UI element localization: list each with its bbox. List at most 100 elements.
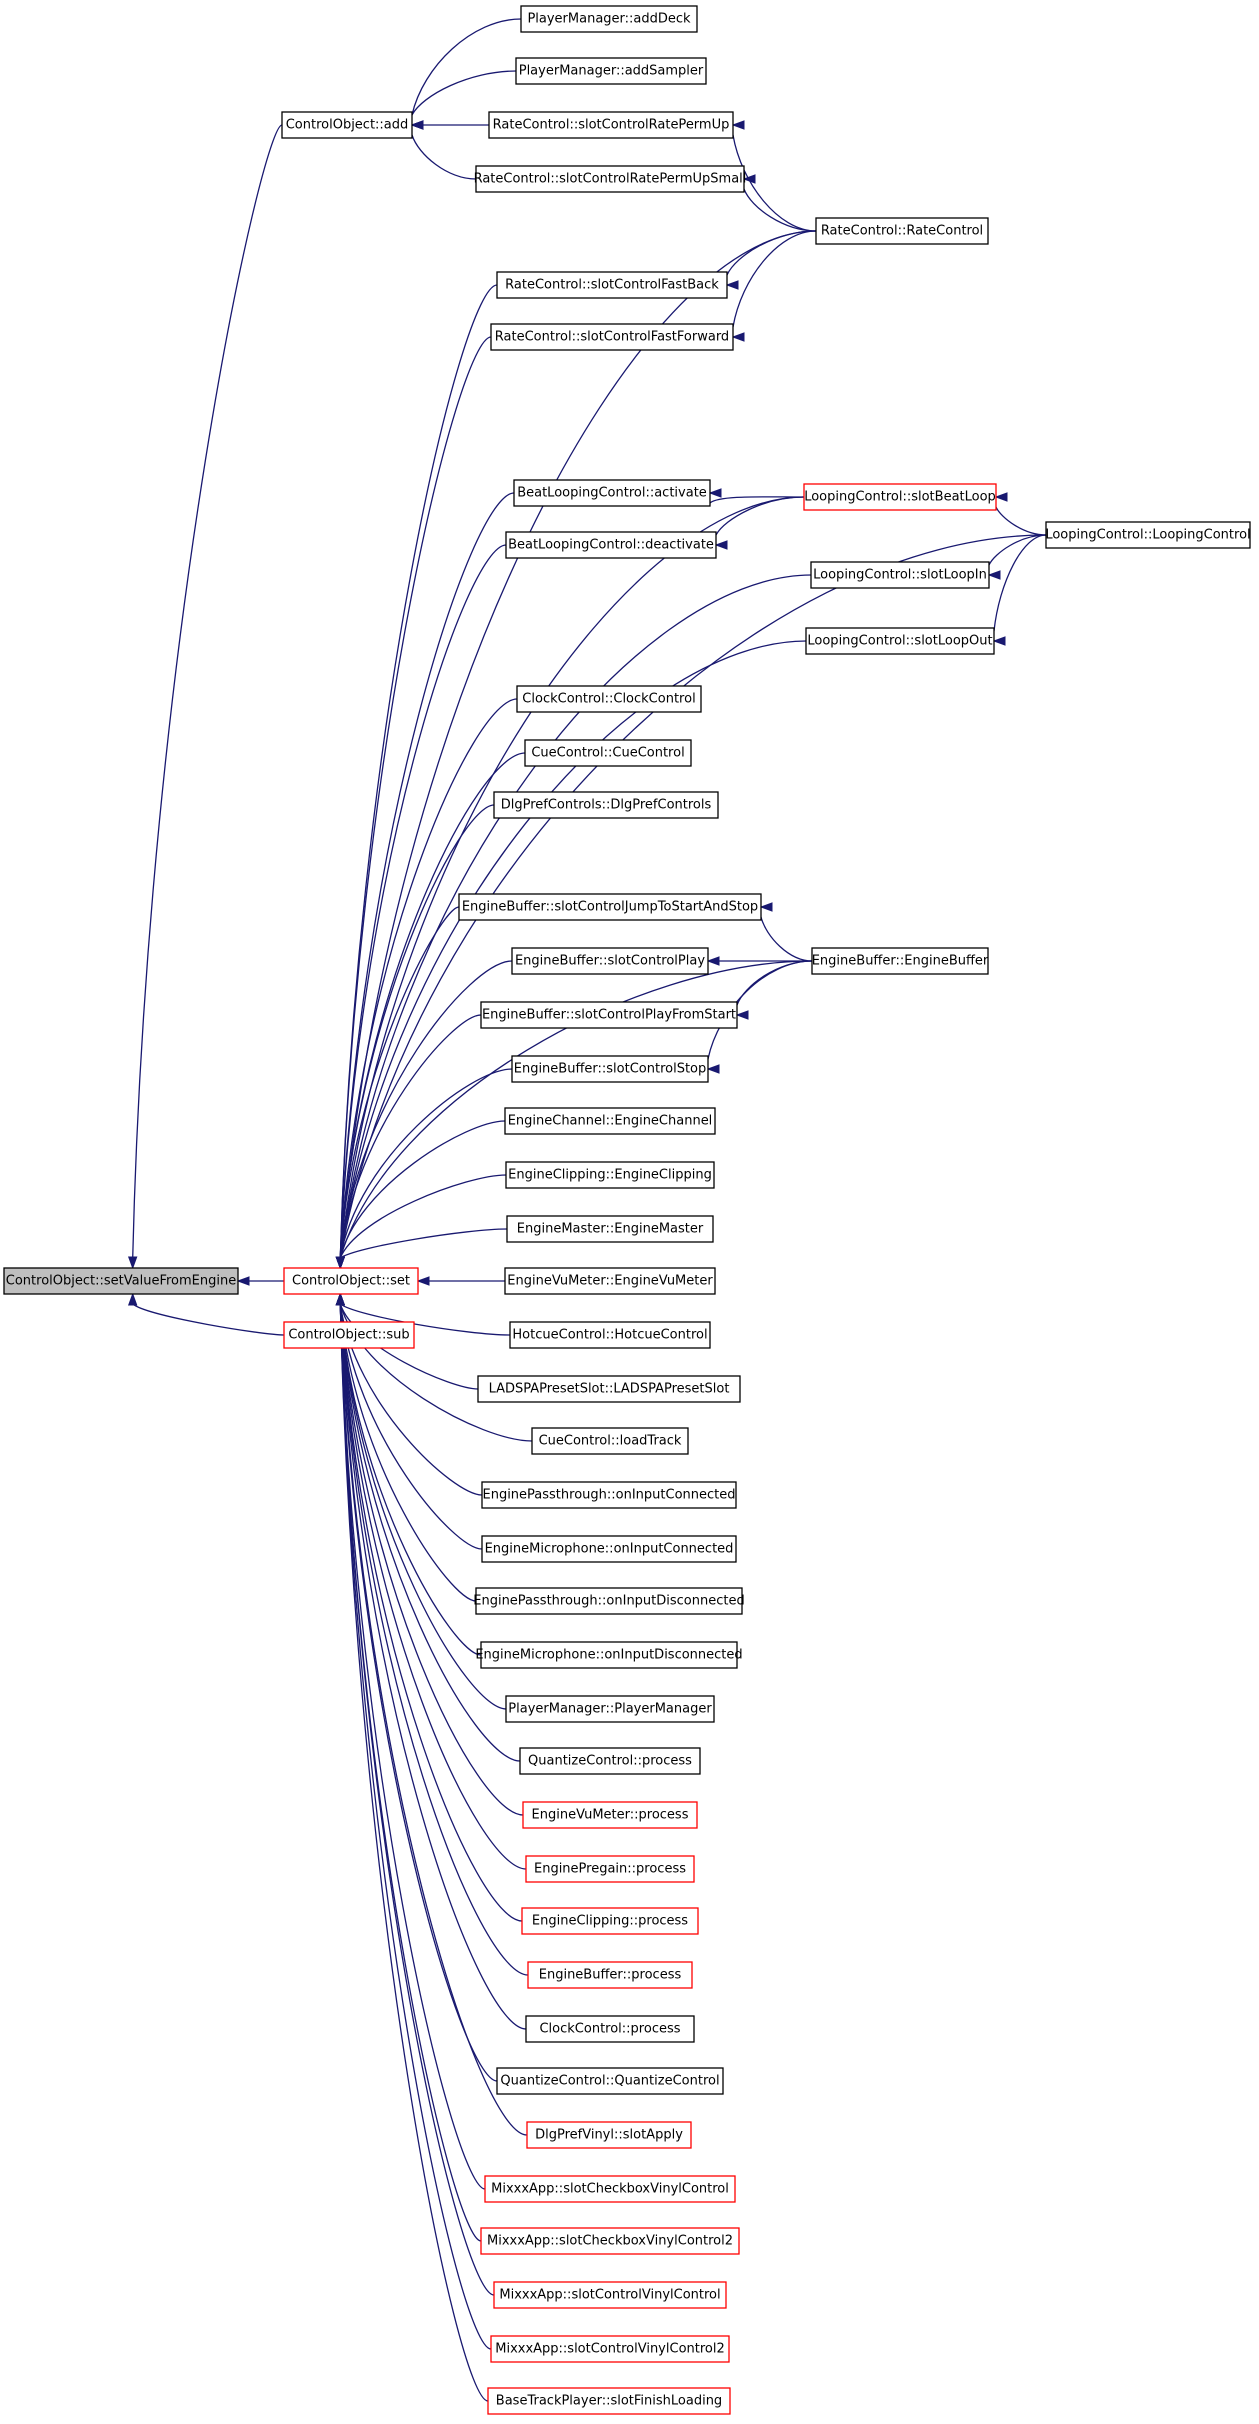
edge-lc_beatLoop-to-set — [335, 496, 805, 1270]
node-rc-permUpSmall[interactable]: RateControl::slotControlRatePermUpSmall — [474, 165, 747, 193]
arrowhead — [708, 488, 722, 498]
node-eb-jump[interactable]: EngineBuffer::slotControlJumpToStartAndS… — [458, 893, 762, 921]
node-eb-stop[interactable]: EngineBuffer::slotControlStop — [511, 1055, 709, 1083]
node-label: HotcueControl::HotcueControl — [512, 1328, 707, 1343]
node-label: PlayerManager::addDeck — [527, 12, 691, 27]
node-label: EngineBuffer::slotControlJumpToStartAndS… — [462, 900, 758, 915]
node-label: MixxxApp::slotCheckboxVinylControl2 — [487, 2234, 733, 2249]
node-eb-playStart[interactable]: EngineBuffer::slotControlPlayFromStart — [480, 1001, 738, 1029]
node-eclip-ctor[interactable]: EngineClipping::EngineClipping — [505, 1161, 715, 1189]
node-box — [509, 1321, 711, 1349]
edge-line — [339, 1303, 483, 1550]
node-emic-disc[interactable]: EngineMicrophone::onInputDisconnected — [475, 1641, 743, 1669]
node-ladspa-ctor[interactable]: LADSPAPresetSlot::LADSPAPresetSlot — [477, 1375, 741, 1403]
node-ech-ctor[interactable]: EngineChannel::EngineChannel — [504, 1107, 716, 1135]
node-mx-vc1[interactable]: MixxxApp::slotControlVinylControl — [493, 2281, 727, 2309]
node-pm-ctor[interactable]: PlayerManager::PlayerManager — [505, 1695, 715, 1723]
node-box — [475, 165, 745, 193]
node-box — [490, 323, 734, 351]
node-mx-vc2[interactable]: MixxxApp::slotControlVinylControl2 — [490, 2335, 730, 2363]
node-label: EngineMaster::EngineMaster — [517, 1222, 704, 1237]
node-emic-conn[interactable]: EngineMicrophone::onInputConnected — [481, 1535, 737, 1563]
node-label: EngineChannel::EngineChannel — [508, 1114, 713, 1129]
node-pm-addDeck[interactable]: PlayerManager::addDeck — [520, 5, 698, 33]
node-root[interactable]: ControlObject::setValueFromEngine — [3, 1267, 239, 1295]
edge-line — [339, 1303, 527, 2030]
node-label: MixxxApp::slotControlVinylControl2 — [495, 2342, 725, 2357]
node-qc-process[interactable]: QuantizeControl::process — [519, 1747, 701, 1775]
node-label: QuantizeControl::QuantizeControl — [500, 2074, 719, 2089]
node-cue-ctor[interactable]: CueControl::CueControl — [524, 739, 692, 767]
node-rc-ctor[interactable]: RateControl::RateControl — [815, 217, 989, 245]
edge-btp_finish-to-set — [335, 1292, 489, 2402]
node-cc-process[interactable]: ClockControl::process — [525, 2015, 695, 2043]
node-eclip-process[interactable]: EngineClipping::process — [521, 1907, 699, 1935]
edge-lc_ctor-to-lc_loopOut — [992, 534, 1047, 646]
node-label: EngineMicrophone::onInputDisconnected — [475, 1648, 742, 1663]
edge-line — [339, 1068, 513, 1259]
edge-rc_ctor-to-rc_fastFwd — [731, 230, 817, 342]
edge-eb_ctor-to-eb_stop — [706, 960, 813, 1074]
node-box — [496, 271, 728, 299]
node-blc-activate[interactable]: BeatLoopingControl::activate — [513, 479, 711, 507]
node-pm-addSampler[interactable]: PlayerManager::addSampler — [515, 57, 707, 85]
node-rc-fastFwd[interactable]: RateControl::slotControlFastForward — [490, 323, 734, 351]
node-mx-cb1[interactable]: MixxxApp::slotCheckboxVinylControl — [484, 2175, 736, 2203]
edge-line — [339, 960, 513, 1259]
edge-line — [339, 906, 460, 1259]
node-box — [511, 947, 709, 975]
node-hc-ctor[interactable]: HotcueControl::HotcueControl — [509, 1321, 711, 1349]
node-dlgv-apply[interactable]: DlgPrefVinyl::slotApply — [526, 2121, 692, 2149]
node-box — [481, 1481, 737, 1509]
node-cue-load[interactable]: CueControl::loadTrack — [531, 1427, 689, 1455]
node-lc-beatLoop[interactable]: LoopingControl::slotBeatLoop — [803, 483, 997, 511]
node-box — [516, 685, 702, 713]
node-mx-cb2[interactable]: MixxxApp::slotCheckboxVinylControl2 — [480, 2227, 740, 2255]
node-blc-deactivate[interactable]: BeatLoopingControl::deactivate — [505, 531, 717, 559]
edge-line — [339, 1303, 482, 1656]
node-lc-loopIn[interactable]: LoopingControl::slotLoopIn — [810, 561, 990, 589]
node-add[interactable]: ControlObject::add — [281, 111, 413, 139]
node-set[interactable]: ControlObject::set — [283, 1267, 419, 1295]
edge-line — [339, 1303, 486, 2190]
node-box — [458, 893, 762, 921]
node-box — [525, 2015, 695, 2043]
node-epre-process[interactable]: EnginePregain::process — [525, 1855, 695, 1883]
edge-rc_permUpSmall-to-add — [410, 120, 477, 180]
edge-add-to-root — [127, 124, 283, 1270]
edge-line — [339, 1120, 506, 1259]
arrowhead — [335, 1256, 345, 1270]
edge-em_ctor-to-set — [335, 1228, 508, 1270]
node-qc-ctor[interactable]: QuantizeControl::QuantizeControl — [496, 2067, 724, 2095]
node-rc-fastBack[interactable]: RateControl::slotControlFastBack — [496, 271, 728, 299]
node-label: EngineMicrophone::onInputConnected — [485, 1542, 734, 1557]
edge-line — [339, 544, 507, 1259]
node-label: ClockControl::ClockControl — [522, 692, 695, 707]
node-lc-ctor[interactable]: LoopingControl::LoopingControl — [1045, 521, 1251, 549]
node-evu-process[interactable]: EngineVuMeter::process — [522, 1801, 698, 1829]
edge-lc_beatLoop-to-blc_deactivate — [714, 496, 805, 550]
node-box — [522, 1801, 698, 1829]
node-ep-conn[interactable]: EnginePassthrough::onInputConnected — [481, 1481, 737, 1509]
node-ep-disc[interactable]: EnginePassthrough::onInputDisconnected — [473, 1587, 745, 1615]
edge-line — [339, 1303, 492, 2350]
node-cc-ctor[interactable]: ClockControl::ClockControl — [516, 685, 702, 713]
node-evu-ctor[interactable]: EngineVuMeter::EngineVuMeter — [504, 1267, 716, 1295]
node-btp-finish[interactable]: BaseTrackPlayer::slotFinishLoading — [487, 2387, 731, 2415]
node-dlg-ctor[interactable]: DlgPrefControls::DlgPrefControls — [493, 791, 719, 819]
node-label: RateControl::slotControlRatePermUp — [493, 118, 730, 133]
node-box — [505, 1695, 715, 1723]
node-box — [505, 1161, 715, 1189]
node-eb-play[interactable]: EngineBuffer::slotControlPlay — [511, 947, 709, 975]
node-rc-permUp[interactable]: RateControl::slotControlRatePermUp — [488, 111, 734, 139]
node-label: LoopingControl::slotBeatLoop — [804, 490, 996, 505]
node-label: CueControl::loadTrack — [539, 1434, 682, 1449]
node-em-ctor[interactable]: EngineMaster::EngineMaster — [506, 1215, 714, 1243]
node-box — [519, 1747, 701, 1775]
node-lc-loopOut[interactable]: LoopingControl::slotLoopOut — [805, 627, 995, 655]
node-eb-process[interactable]: EngineBuffer::process — [527, 1961, 693, 1989]
node-eb-ctor[interactable]: EngineBuffer::EngineBuffer — [811, 947, 989, 975]
node-sub[interactable]: ControlObject::sub — [283, 1321, 415, 1349]
